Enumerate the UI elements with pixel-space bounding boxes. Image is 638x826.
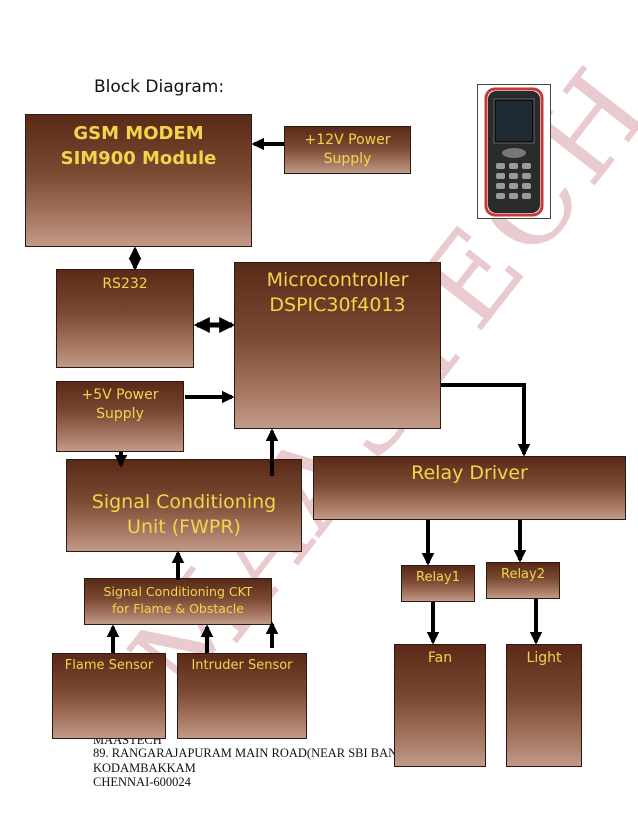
power-5v-label-2: Supply: [96, 406, 144, 422]
page-title: Block Diagram:: [94, 77, 225, 97]
gsm-modem-label: GSM MODEM: [73, 123, 204, 144]
signal-conditioning-ckt-block: Signal Conditioning CKT for Flame & Obst…: [84, 578, 272, 625]
mobile-phone-image: [477, 84, 551, 219]
power-12v-block: +12V Power Supply: [284, 126, 411, 174]
fan-label: Fan: [427, 650, 453, 666]
light-block: Light: [506, 644, 582, 767]
intruder-sensor-label: Intruder Sensor: [191, 658, 293, 673]
intruder-sensor-block: Intruder Sensor: [177, 653, 307, 739]
relay2-label: Relay2: [501, 567, 545, 582]
dspic-label: DSPIC30f4013: [269, 294, 406, 316]
arrow-mcu-to-relay-driver: [441, 383, 531, 457]
light-label: Light: [526, 650, 562, 666]
scu-label-1: Signal Conditioning: [91, 491, 277, 513]
rs232-block: RS232: [56, 269, 194, 368]
scu-label-2: Unit (FWPR): [127, 516, 241, 538]
power-12v-label-2: Supply: [323, 151, 372, 167]
footer-line-4: CHENNAI-600024: [93, 775, 191, 789]
phone-icon: [484, 87, 544, 217]
power-12v-label-1: +12V Power: [304, 132, 391, 148]
microcontroller-label: Microcontroller: [266, 269, 409, 291]
sim900-label: SIM900 Module: [60, 148, 217, 169]
sc-ckt-label-1: Signal Conditioning CKT: [103, 584, 253, 599]
relay-driver-block: Relay Driver: [313, 456, 626, 520]
footer-line-3: KODAMBAKKAM: [93, 761, 196, 775]
power-5v-label-1: +5V Power: [81, 387, 159, 403]
flame-sensor-label: Flame Sensor: [64, 658, 154, 673]
gsm-modem-block: GSM MODEM SIM900 Module: [25, 114, 252, 247]
relay1-block: Relay1: [401, 565, 475, 602]
power-5v-block: +5V Power Supply: [56, 381, 184, 452]
relay1-label: Relay1: [416, 570, 460, 585]
flame-sensor-block: Flame Sensor: [52, 653, 166, 739]
fan-block: Fan: [394, 644, 486, 767]
footer-line-2: 89. RANGARAJAPURAM MAIN ROAD(NEAR SBI BA…: [93, 746, 411, 760]
signal-conditioning-unit-block: Signal Conditioning Unit (FWPR): [66, 459, 302, 552]
microcontroller-block: Microcontroller DSPIC30f4013: [234, 262, 441, 429]
relay2-block: Relay2: [486, 562, 560, 599]
sc-ckt-label-2: for Flame & Obstacle: [112, 601, 244, 616]
relay-driver-label: Relay Driver: [411, 462, 528, 484]
rs232-label: RS232: [102, 276, 148, 292]
